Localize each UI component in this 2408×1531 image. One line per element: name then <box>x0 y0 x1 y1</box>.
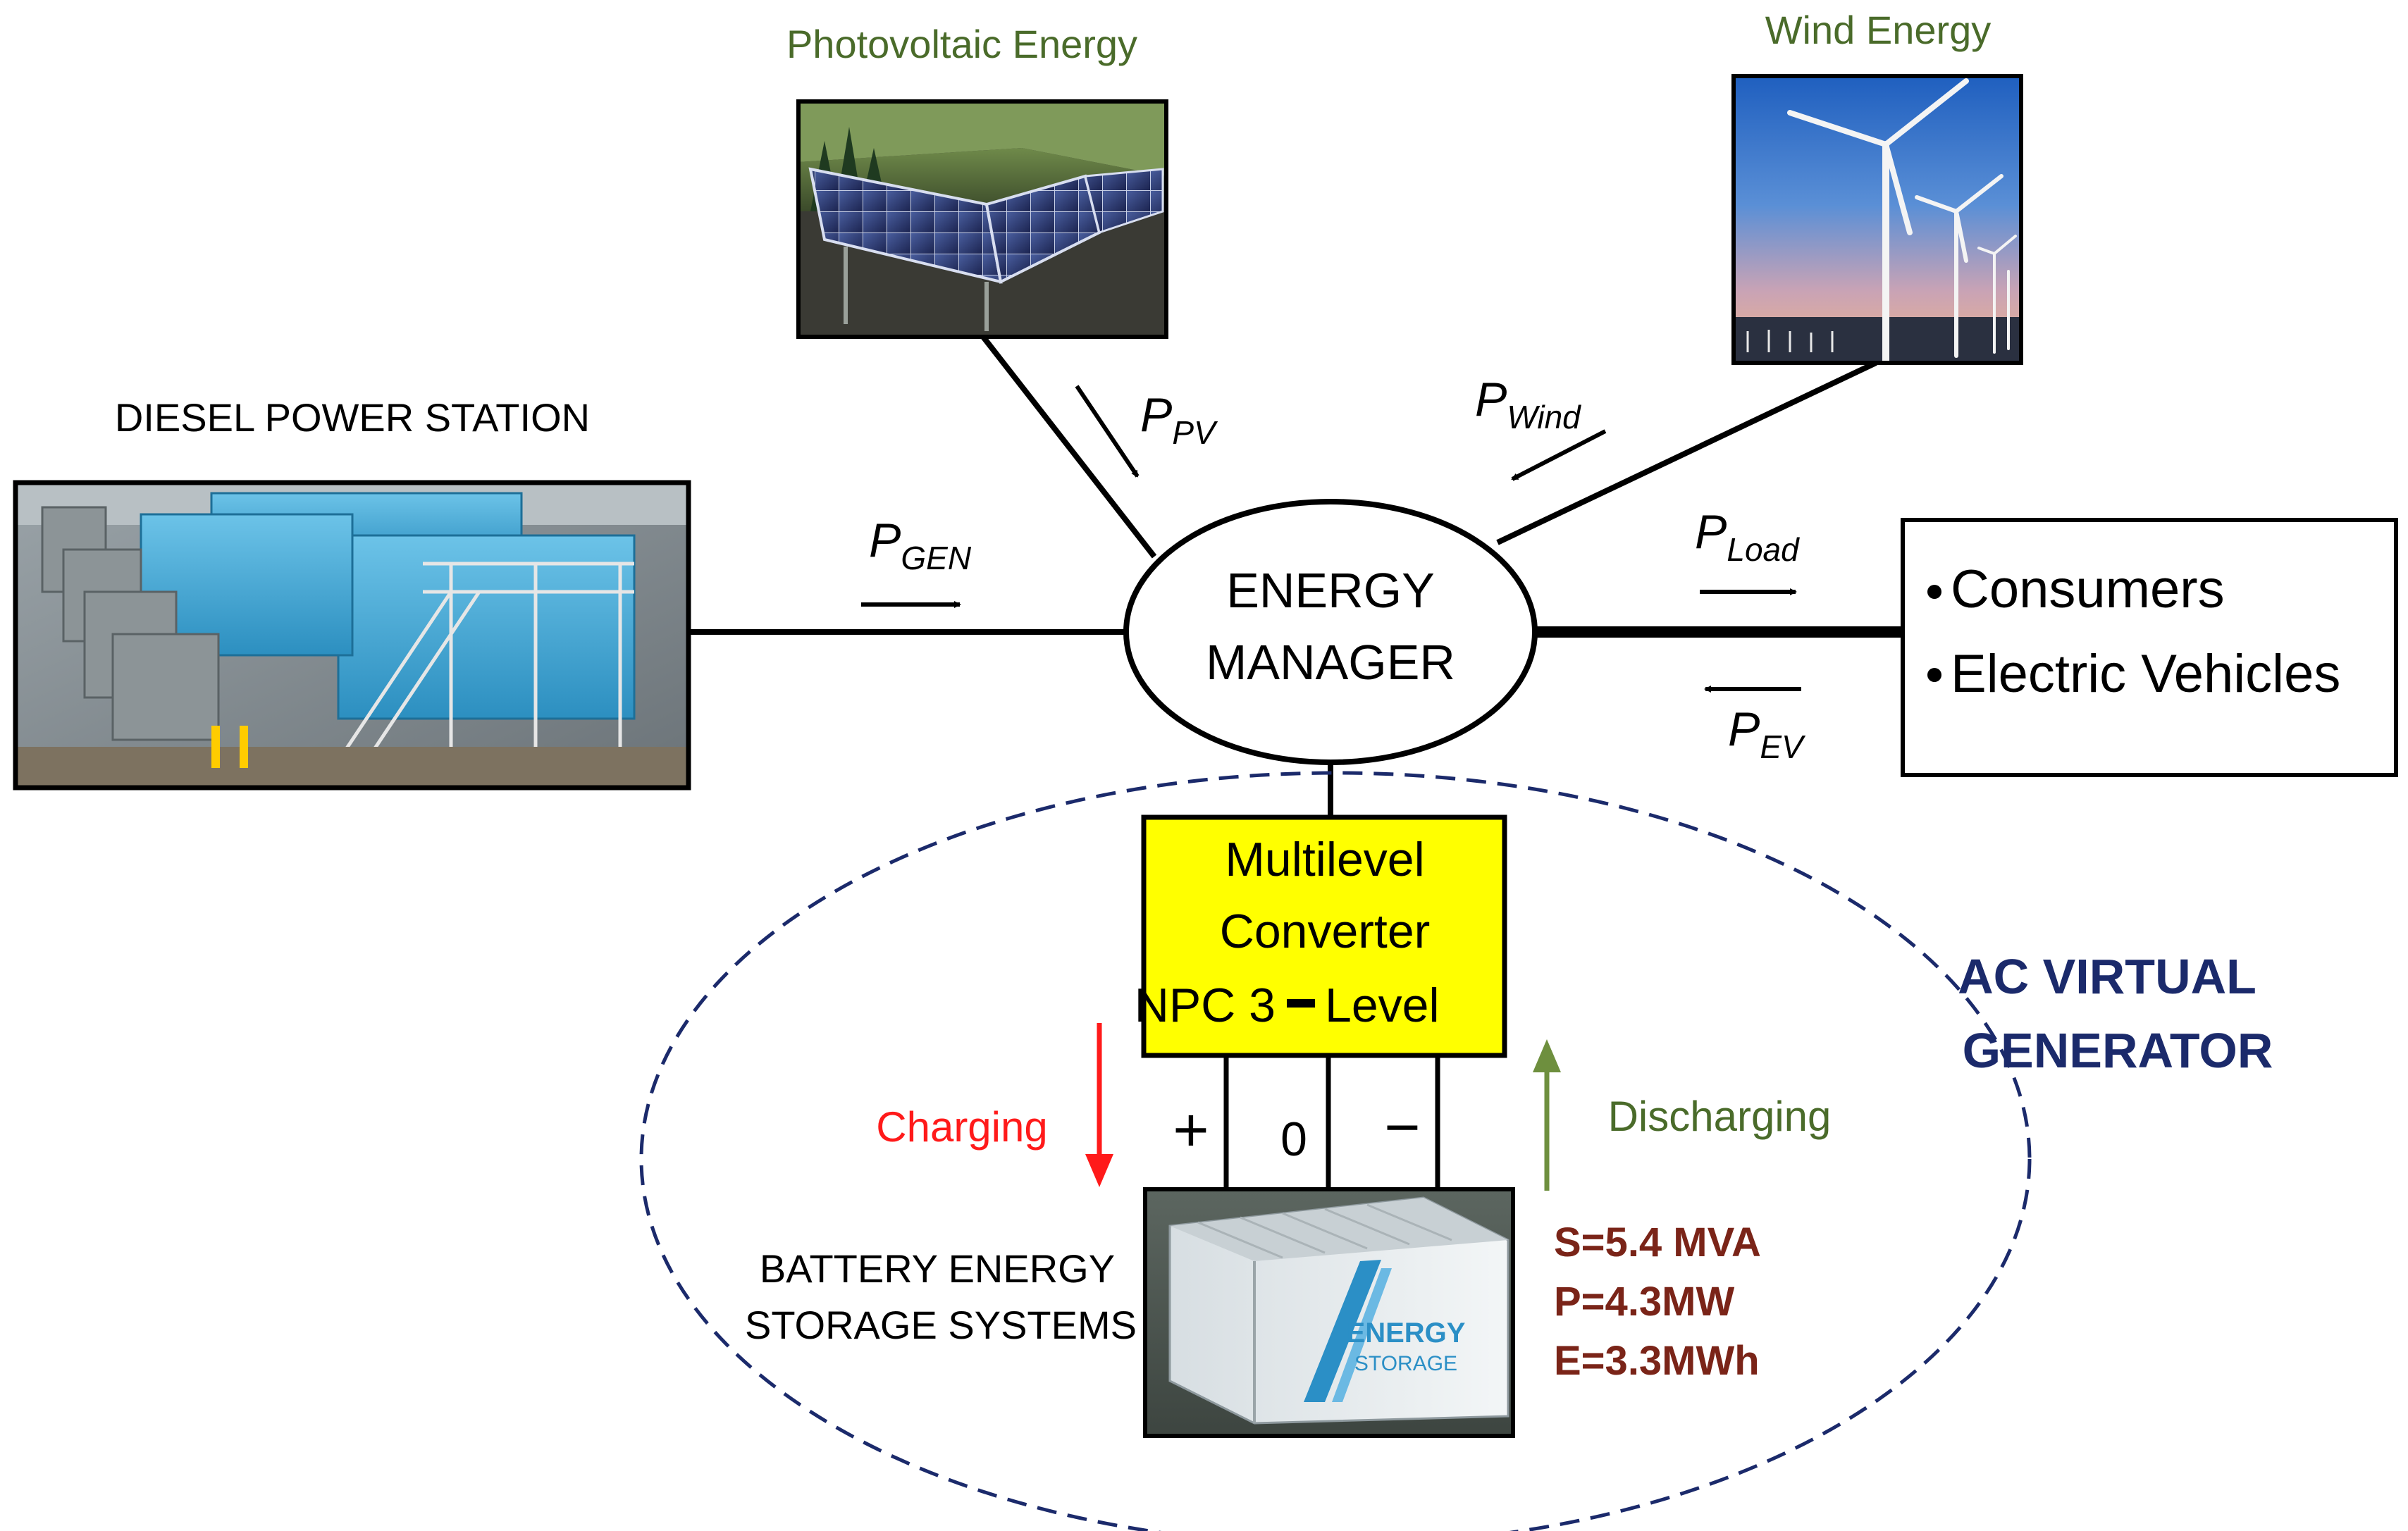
converter-label-1: Multilevel <box>1225 833 1424 886</box>
converter-label-3: NPC 3 <box>1135 979 1276 1032</box>
svg-text:PPV: PPV <box>1140 388 1218 451</box>
converter-label-dash <box>1287 999 1315 1008</box>
gen-flow: PGEN <box>861 514 972 608</box>
spec-apparent-power: S=5.4 MVA <box>1554 1220 1761 1265</box>
consumers-bullet <box>1927 585 1941 599</box>
ev-flow-symbol: P <box>1728 702 1760 756</box>
wind-turbine-picture <box>1731 74 2023 366</box>
bess-logo-line2: STORAGE <box>1354 1352 1457 1375</box>
charging-arrow <box>1085 1023 1113 1187</box>
bess-logo-line1: ENERGY <box>1347 1318 1466 1349</box>
svg-text:PLoad: PLoad <box>1695 505 1800 568</box>
terminal-minus: − <box>1384 1092 1420 1162</box>
consumers-label: Consumers <box>1951 559 2225 619</box>
ev-label: Electric Vehicles <box>1951 644 2340 704</box>
spec-active-power: P=4.3MW <box>1554 1279 1734 1325</box>
wind-flow-symbol: P <box>1475 373 1507 426</box>
ev-bullet <box>1927 668 1941 682</box>
charging-label: Charging <box>876 1103 1048 1151</box>
virtual-generator-boundary <box>639 771 2032 1531</box>
svg-text:PGEN: PGEN <box>869 514 972 576</box>
pv-flow: PPV <box>1075 385 1218 478</box>
discharging-label: Discharging <box>1608 1093 1832 1140</box>
ev-flow: PEV <box>1704 686 1806 765</box>
svg-text:PWind: PWind <box>1475 373 1581 435</box>
energy-manager-node <box>1123 499 1538 765</box>
pv-title: Photovoltaic Energy <box>786 22 1137 66</box>
multilevel-converter-box <box>1141 814 1507 1058</box>
converter-label-2: Converter <box>1220 905 1431 958</box>
converter-label-4: Level <box>1325 979 1440 1032</box>
terminal-plus: + <box>1173 1095 1209 1165</box>
svg-text:PEV: PEV <box>1728 702 1806 765</box>
virtual-generator-label-1: AC VIRTUAL <box>1958 949 2256 1004</box>
pv-connection-line <box>980 335 1157 559</box>
pv-flow-symbol: P <box>1140 388 1172 442</box>
battery-label-1: BATTERY ENERGY <box>760 1246 1115 1291</box>
load-flow-subscript: Load <box>1727 531 1800 568</box>
energy-manager-label-2: MANAGER <box>1206 635 1455 690</box>
spec-energy: E=3.3MWh <box>1554 1338 1760 1384</box>
wind-connection-line <box>1496 360 1877 545</box>
load-flow: PLoad <box>1695 505 1800 595</box>
load-box <box>1901 518 2398 777</box>
discharging-arrow <box>1533 1039 1561 1191</box>
pv-panel-picture <box>796 99 1168 339</box>
battery-label-2: STORAGE SYSTEMS <box>745 1303 1137 1347</box>
virtual-generator-label-2: GENERATOR <box>1963 1023 2273 1078</box>
diesel-title: DIESEL POWER STATION <box>115 395 590 440</box>
load-flow-symbol: P <box>1695 505 1727 559</box>
gen-flow-symbol: P <box>869 514 901 567</box>
energy-manager-label-1: ENERGY <box>1226 563 1435 618</box>
wind-flow: PWind <box>1475 373 1607 481</box>
wind-title: Wind Energy <box>1765 8 1992 52</box>
diesel-station-picture <box>13 480 691 791</box>
wind-flow-subscript: Wind <box>1507 399 1581 435</box>
terminal-zero: 0 <box>1280 1112 1307 1166</box>
pv-flow-subscript: PV <box>1172 414 1218 451</box>
battery-storage-picture: ENERGY STORAGE <box>1143 1187 1515 1438</box>
gen-flow-subscript: GEN <box>901 540 971 576</box>
ev-flow-subscript: EV <box>1760 729 1806 765</box>
